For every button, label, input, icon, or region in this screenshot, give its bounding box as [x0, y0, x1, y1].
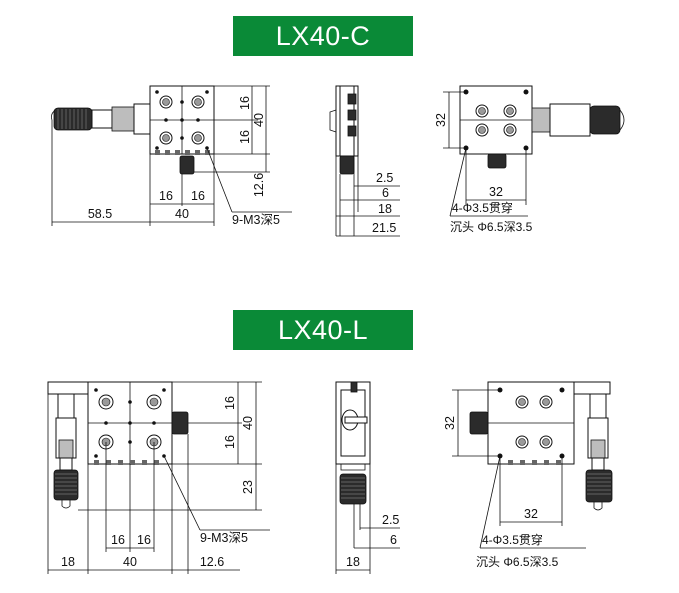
l-side-dim-2-5: 2.5: [382, 513, 399, 527]
l-micrometer-knob: [53, 469, 79, 501]
c-bottom-dim-32h: 32: [489, 185, 503, 199]
l-side-micrometer-knob: [339, 473, 367, 505]
c-dim-40v: 40: [252, 113, 266, 127]
c-top-view: 16 16 40 12.6 16 16 58.5 40 9-M3深5: [51, 85, 292, 227]
l-side-view: 2.5 6 18: [335, 381, 400, 574]
l-dim-16d: 16: [137, 533, 151, 547]
model-title-lx40-l: LX40-L: [233, 310, 413, 350]
l-dim-40h: 40: [123, 555, 137, 569]
l-side-dim-6: 6: [390, 533, 397, 547]
l-lock-knob: [171, 411, 189, 435]
c-bottom-view: 32 32 4-Φ3.5贯穿 沉头 Φ6.5深3.5: [434, 85, 625, 234]
c-side-dim-21-5: 21.5: [372, 221, 396, 235]
c-dim-16d: 16: [191, 189, 205, 203]
c-side-view: 2.5 6 18 21.5: [329, 85, 400, 237]
l-dim-40v: 40: [241, 416, 255, 430]
l-bracket: [47, 381, 89, 395]
l-dim-16c: 16: [111, 533, 125, 547]
c-dim-58-5: 58.5: [88, 207, 112, 221]
c-side-dim-18: 18: [378, 202, 392, 216]
l-dim-16a: 16: [223, 396, 237, 410]
c-dim-16c: 16: [159, 189, 173, 203]
c-dim-40h: 40: [175, 207, 189, 221]
l-bottom-dim-32h: 32: [524, 507, 538, 521]
model-title-lx40-c: LX40-C: [233, 16, 413, 56]
c-side-dim-6: 6: [382, 186, 389, 200]
l-bottom-view: 32 32 4-Φ3.5贯穿 沉头 Φ6.5深3.5: [443, 381, 613, 569]
c-bolt-callout-1: 4-Φ3.5贯穿: [452, 200, 513, 215]
l-dim-23: 23: [241, 480, 255, 494]
c-dim-12-6: 12.6: [252, 173, 266, 197]
l-top-view: 16 16 40 23 16 16 18 40 12.6 9-M3深5: [47, 381, 270, 574]
c-dim-16a: 16: [238, 96, 252, 110]
l-bolt-callout-1: 4-Φ3.5贯穿: [482, 532, 543, 547]
l-dim-12-6: 12.6: [200, 555, 224, 569]
c-bottom-micrometer-knob: [589, 105, 621, 135]
c-side-dim-2-5: 2.5: [376, 171, 393, 185]
l-dim-18: 18: [61, 555, 75, 569]
l-m3-callout: 9-M3深5: [200, 531, 248, 545]
c-bottom-dim-32v: 32: [434, 113, 448, 127]
c-m3-callout: 9-M3深5: [232, 213, 280, 227]
l-dim-16b: 16: [223, 435, 237, 449]
c-dim-16b: 16: [238, 130, 252, 144]
l-side-dim-18: 18: [346, 555, 360, 569]
c-bolt-callout-2: 沉头 Φ6.5深3.5: [450, 220, 533, 234]
l-bolt-callout-2: 沉头 Φ6.5深3.5: [476, 555, 559, 569]
l-bottom-dim-32v: 32: [443, 416, 457, 430]
c-lock-knob: [179, 155, 195, 175]
